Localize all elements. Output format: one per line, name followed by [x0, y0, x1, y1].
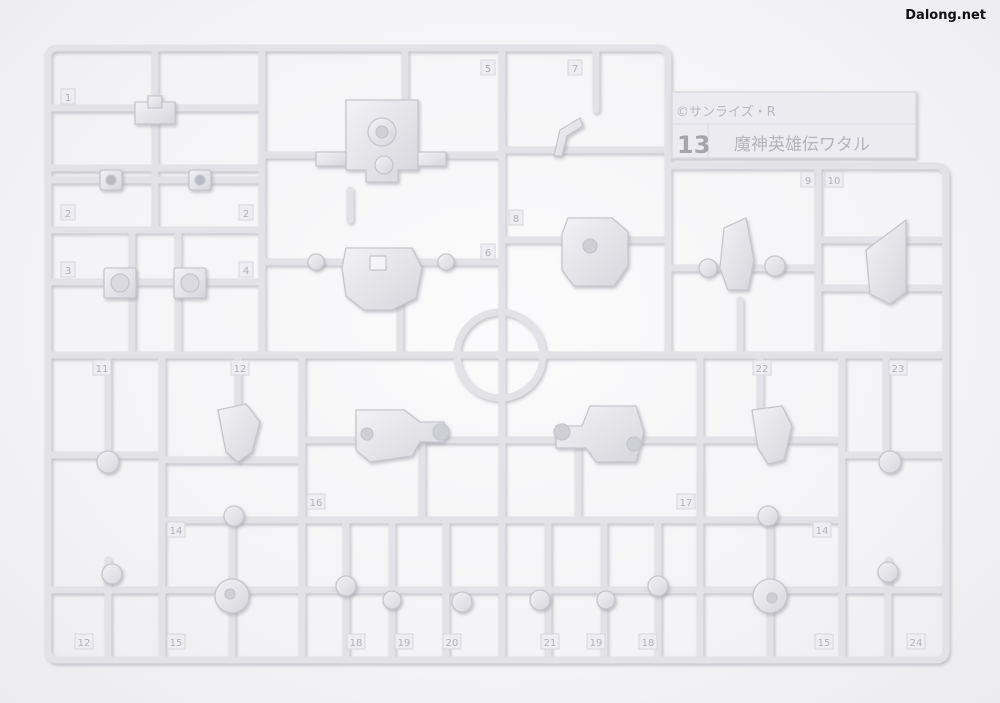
gate-tag: 12 [230, 359, 250, 376]
part-shoulder-10 [865, 218, 907, 305]
part-head-8 [561, 217, 629, 287]
gate-tag: 22 [752, 359, 772, 376]
gate-tag-label: 19 [590, 638, 603, 649]
gate-tag: 9 [800, 171, 816, 188]
gate-tag-label: 9 [805, 176, 811, 187]
runner-frame [44, 44, 950, 664]
runner-title: 魔神英雄伝ワタル [734, 135, 870, 155]
gate-tag-label: 8 [513, 214, 519, 225]
part-forearm-16 [355, 409, 445, 463]
gate-tag: 20 [442, 633, 462, 650]
gate-tag-label: 16 [310, 498, 323, 509]
gate-tag: 16 [306, 493, 326, 510]
gate-tag: 1 [60, 88, 76, 105]
gate-tag-label: 24 [910, 638, 923, 649]
gate-tag-label: 3 [65, 266, 71, 277]
gate-tag: 2 [60, 204, 76, 221]
gate-tag-label: 19 [398, 638, 411, 649]
gate-tag: 24 [906, 633, 926, 650]
gate-tag: 19 [586, 633, 606, 650]
part-antenna-7 [553, 117, 584, 157]
part-forearm-17 [555, 405, 645, 463]
gate-tag-label: 10 [828, 176, 841, 187]
gate-tag: 21 [540, 633, 560, 650]
runner-top-label: ©サンライズ・R [676, 104, 776, 120]
gate-tag-label: 1 [65, 93, 71, 104]
gate-tag-label: 18 [642, 638, 655, 649]
gate-tag: 2 [238, 204, 254, 221]
gate-tag-label: 23 [892, 364, 905, 375]
watermark: Dalong.net [905, 8, 986, 23]
part-ball-23 [878, 450, 902, 474]
gate-tag-label: 22 [756, 364, 769, 375]
kit-parts [96, 95, 907, 614]
gate-tag: 14 [812, 521, 832, 538]
gate-tag: 18 [638, 633, 658, 650]
gate-tag: 4 [238, 261, 254, 278]
gate-tag: 14 [166, 521, 186, 538]
gate-tag: 7 [567, 59, 583, 76]
gate-tag-label: 12 [78, 638, 91, 649]
gate-tag-label: 4 [243, 266, 249, 277]
gate-tag: 19 [394, 633, 414, 650]
gate-tag-label: 18 [350, 638, 363, 649]
gate-tag: 15 [166, 633, 186, 650]
gate-tag: 18 [346, 633, 366, 650]
gate-tag-label: 17 [680, 498, 693, 509]
gate-tag-label: 15 [818, 638, 831, 649]
part-ring-14b [757, 505, 779, 527]
gate-tag: 15 [814, 633, 834, 650]
gate-tag-label: 2 [65, 209, 71, 220]
gate-tag: 11 [92, 359, 112, 376]
gate-tag: 12 [74, 633, 94, 650]
gate-tag-label: 11 [96, 364, 109, 375]
runner-name-plate: ©サンライズ・R 13 魔神英雄伝ワタル [671, 91, 917, 159]
gate-tag-label: 7 [572, 64, 578, 75]
part-waist-6 [341, 247, 423, 311]
gate-tag-label: 6 [485, 248, 491, 259]
gate-tag-label: 5 [485, 64, 491, 75]
part-ball-24 [877, 561, 899, 583]
gate-tag: 17 [676, 493, 696, 510]
part-ball-12 [101, 563, 123, 585]
gate-tag-label: 20 [446, 638, 459, 649]
part-armor-22 [751, 405, 793, 465]
gate-tag-label: 15 [170, 638, 183, 649]
gate-tag: 3 [60, 261, 76, 278]
gate-tag: 8 [508, 209, 524, 226]
gate-tag: 23 [888, 359, 908, 376]
gate-tag-label: 14 [170, 526, 183, 537]
gate-tag: 6 [480, 243, 496, 260]
part-joint-21 [529, 589, 551, 611]
gate-tag-label: 14 [816, 526, 829, 537]
part-ring-14a [223, 505, 245, 527]
runner-code: 13 [677, 131, 710, 159]
part-joint-20 [451, 591, 473, 613]
gate-tag: 10 [824, 171, 844, 188]
part-joint-18b [647, 575, 669, 597]
gate-tag-label: 2 [243, 209, 249, 220]
gate-tag: 5 [480, 59, 496, 76]
part-armor-12 [217, 403, 261, 463]
part-joint-18a [335, 575, 357, 597]
part-ball-11 [96, 450, 120, 474]
gate-tag-label: 12 [234, 364, 247, 375]
part-shoulder-9 [719, 217, 755, 291]
gate-tag-label: 21 [544, 638, 557, 649]
